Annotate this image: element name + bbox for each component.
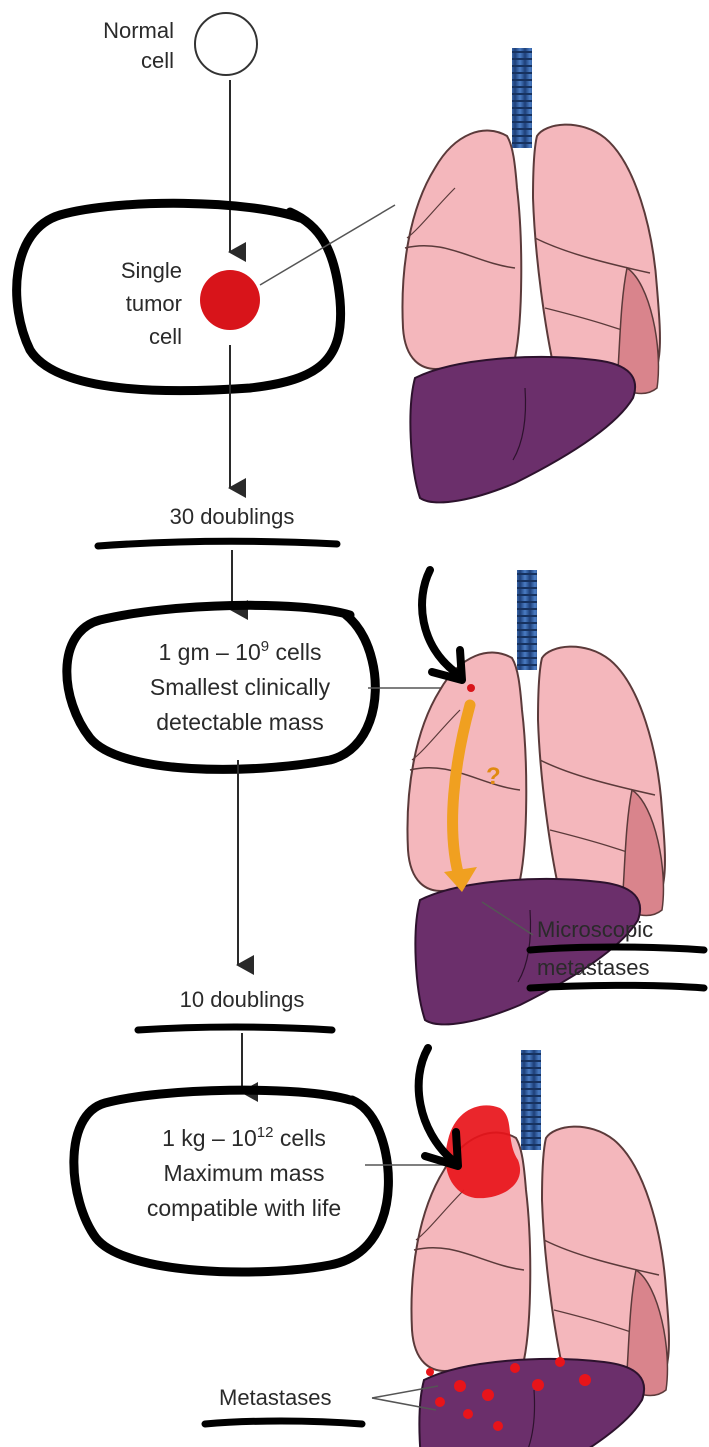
hand-drawn-arrow-2 xyxy=(419,1048,452,1160)
underline-metastases-2 xyxy=(205,1421,362,1424)
stage-2-line-1: 1 gm – 109 cells xyxy=(158,638,321,665)
tumor-cell-label-1: Single xyxy=(121,258,182,283)
stage-2-line-3: detectable mass xyxy=(156,709,323,735)
stage-3-line-1: 1 kg – 1012 cells xyxy=(162,1124,326,1151)
underline-microscopic xyxy=(530,947,704,950)
tumor-cell-label-3: cell xyxy=(149,324,182,349)
normal-cell-label-1: Normal xyxy=(103,18,174,43)
metastases-label: Metastases xyxy=(219,1385,332,1410)
stage-3-line-3: compatible with life xyxy=(147,1195,341,1221)
underline-30-doublings xyxy=(98,541,337,546)
stage-2-line-2: Smallest clinically xyxy=(150,674,331,700)
doublings-10-label: 10 doublings xyxy=(180,987,305,1012)
metastases-label-2: metastases xyxy=(537,955,650,980)
underline-10-doublings xyxy=(138,1027,332,1030)
single-tumor-cell xyxy=(200,270,260,330)
normal-cell-label-2: cell xyxy=(141,48,174,73)
lungs-liver-illustration-1 xyxy=(402,48,659,502)
underline-metastases xyxy=(530,985,704,988)
normal-cell xyxy=(195,13,257,75)
hand-drawn-arrow-1 xyxy=(422,570,455,672)
doublings-30-label: 30 doublings xyxy=(170,504,295,529)
small-tumor-dot xyxy=(467,684,475,692)
tumor-cell-label-2: tumor xyxy=(126,291,182,316)
microscopic-label: Microscopic xyxy=(537,917,653,942)
stage-3-line-2: Maximum mass xyxy=(163,1160,324,1186)
question-mark: ? xyxy=(486,763,501,790)
